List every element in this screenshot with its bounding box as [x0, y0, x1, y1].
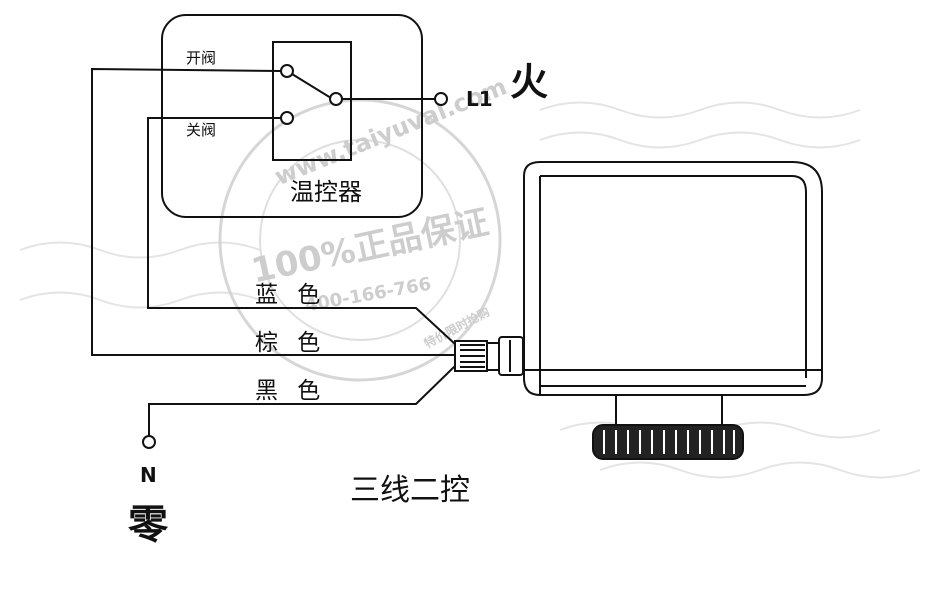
watermark-main-text: 100%正品保证 — [248, 202, 492, 291]
switch-block — [272, 41, 352, 161]
external-wires — [91, 67, 456, 436]
neutral-terminal — [142, 435, 156, 449]
background-waves — [19, 101, 921, 479]
open-contact — [280, 64, 294, 78]
actuator-body — [523, 161, 823, 396]
brown-wire — [91, 67, 455, 356]
common-contact — [329, 92, 343, 106]
thermostat-box — [161, 14, 423, 218]
contact-open-label: 开阀 — [186, 49, 216, 67]
actuator-neck — [615, 394, 723, 426]
neutral-label: 零 — [128, 502, 169, 548]
knurled-knob — [592, 424, 744, 460]
live-label: 火 — [510, 60, 548, 104]
switch-wiring — [291, 73, 435, 100]
live-terminal-label: L1 — [466, 87, 493, 111]
diagram-caption: 三线二控 — [350, 473, 470, 508]
switch-contacts — [142, 64, 448, 449]
black-wire — [148, 365, 456, 436]
live-terminal — [434, 92, 448, 106]
blue-wire — [147, 117, 456, 345]
contact-close-label: 关阀 — [186, 121, 216, 139]
black-wire-label: 黑 色 — [255, 378, 326, 404]
blue-wire-label: 蓝 色 — [255, 282, 326, 308]
close-contact — [280, 111, 294, 125]
thermostat-title: 温控器 — [290, 178, 362, 206]
connector-plug — [454, 336, 524, 376]
neutral-terminal-label: N — [140, 463, 157, 487]
brown-wire-label: 棕 色 — [255, 330, 326, 356]
